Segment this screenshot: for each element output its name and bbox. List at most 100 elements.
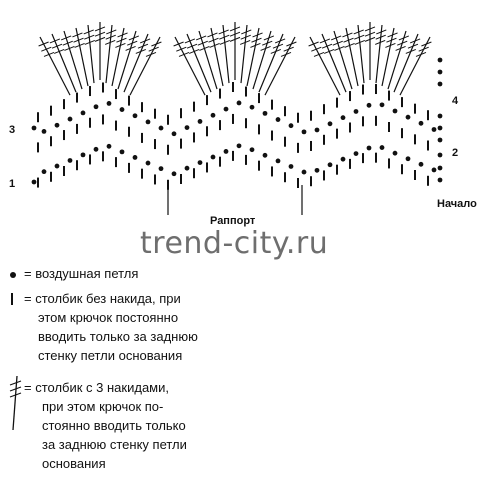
crossbar xyxy=(105,39,116,45)
triple-treble-stitch xyxy=(129,36,161,96)
crossbar xyxy=(72,32,83,38)
chain-stitch xyxy=(262,110,268,116)
chain-stitch xyxy=(171,131,177,137)
crossbar xyxy=(64,45,75,51)
chain-stitch xyxy=(80,110,86,116)
chain-stitch xyxy=(353,151,359,156)
triple-treble-stitch xyxy=(210,27,224,87)
chain-stitch xyxy=(171,171,177,177)
crossbar xyxy=(343,37,354,43)
legend-tr-line-5: основания xyxy=(42,456,106,471)
crossbar xyxy=(128,35,140,41)
chain-stitch xyxy=(437,137,443,143)
crossbar xyxy=(51,43,63,49)
crossbar xyxy=(364,26,376,32)
chain-stitch xyxy=(145,160,151,166)
chain-stitch xyxy=(437,81,443,87)
crossbar xyxy=(173,41,184,47)
crossbar xyxy=(270,48,281,54)
crossbar xyxy=(137,43,149,49)
chain-stitch-icon xyxy=(8,264,24,283)
chain-stitch xyxy=(236,143,242,149)
chain-stitch xyxy=(249,104,255,110)
chain-stitch xyxy=(41,169,47,175)
crossbar xyxy=(387,32,398,38)
crossbar xyxy=(321,43,333,49)
start-label: Начало xyxy=(437,198,477,210)
chain-stitch xyxy=(301,169,307,175)
crossbar xyxy=(252,32,263,38)
chain-stitch xyxy=(67,158,73,163)
chain-stitch xyxy=(119,107,125,112)
crossbar xyxy=(195,35,207,41)
chain-stitch xyxy=(418,161,424,167)
triple-treble-stitch xyxy=(222,24,230,84)
chain-stitch xyxy=(145,119,151,125)
chain-stitch xyxy=(405,156,411,162)
crossbar xyxy=(421,41,432,47)
crossbar xyxy=(344,42,355,48)
crossbar xyxy=(229,31,241,37)
chain-stitch xyxy=(158,166,164,172)
crossbar xyxy=(60,35,72,41)
legend-tr-line-4: за заднюю стенку петли xyxy=(42,437,187,452)
triple-treble-stitch xyxy=(63,30,83,90)
crossbar xyxy=(145,51,157,57)
crossbar xyxy=(219,34,230,40)
chain-stitch xyxy=(379,102,385,108)
legend-single-crochet: = столбик без накида, при этом крючок по… xyxy=(8,289,198,365)
crossbar xyxy=(125,45,136,51)
chain-stitch xyxy=(340,156,346,162)
triple-treble-stitch xyxy=(123,33,149,93)
chain-stitch xyxy=(327,121,333,127)
chain-stitch xyxy=(275,117,281,122)
triple-treble-stitch xyxy=(51,33,77,93)
chain-stitch xyxy=(314,167,320,173)
crochet-chart xyxy=(31,22,443,215)
crossbar xyxy=(240,39,251,45)
triple-treble-stitch xyxy=(252,30,272,90)
legend-chain: = воздушная петля xyxy=(8,264,138,283)
crossbar xyxy=(84,39,95,45)
crossbar xyxy=(332,40,343,46)
triple-treble-stitch xyxy=(309,36,341,96)
chain-stitch xyxy=(301,129,307,135)
triple-treble-stitch xyxy=(246,27,260,87)
crossbar xyxy=(84,34,95,40)
chain-stitch xyxy=(132,113,138,119)
chain-stitch xyxy=(158,125,164,131)
row-number-1: 1 xyxy=(9,178,16,190)
crossbar xyxy=(313,51,325,57)
chain-stitch xyxy=(405,114,411,120)
chain-stitch xyxy=(197,119,203,124)
triple-treble-stitch xyxy=(117,30,137,90)
crossbar xyxy=(342,32,353,38)
crossbar xyxy=(62,40,73,46)
legend-tr-line-3: стоянно вводить только xyxy=(42,418,186,433)
repeat-label: Раппорт xyxy=(210,215,256,227)
chain-stitch xyxy=(210,154,216,160)
crossbar xyxy=(251,37,262,43)
chain-stitch xyxy=(31,125,37,131)
crossbar xyxy=(415,51,427,57)
chain-stitch xyxy=(31,179,37,185)
chain-stitch xyxy=(366,102,372,108)
chain-stitch xyxy=(418,120,424,126)
crossbar xyxy=(43,51,55,57)
crossbar xyxy=(208,37,219,43)
crossbar xyxy=(250,42,261,48)
crossbar xyxy=(353,29,364,35)
chain-stitch xyxy=(80,152,86,158)
crossbar xyxy=(263,35,275,41)
crossbar xyxy=(240,34,251,40)
triple-treble-stitch xyxy=(87,24,95,84)
crossbar xyxy=(178,51,190,57)
crossbar xyxy=(148,46,159,52)
crossbar xyxy=(229,26,241,32)
crossbar xyxy=(218,29,229,35)
triple-treble-stitch xyxy=(105,24,113,84)
chain-stitch xyxy=(392,108,398,114)
chain-stitch xyxy=(41,128,47,134)
crossbar xyxy=(186,43,198,49)
legend-chain-text: = воздушная петля xyxy=(24,266,139,281)
